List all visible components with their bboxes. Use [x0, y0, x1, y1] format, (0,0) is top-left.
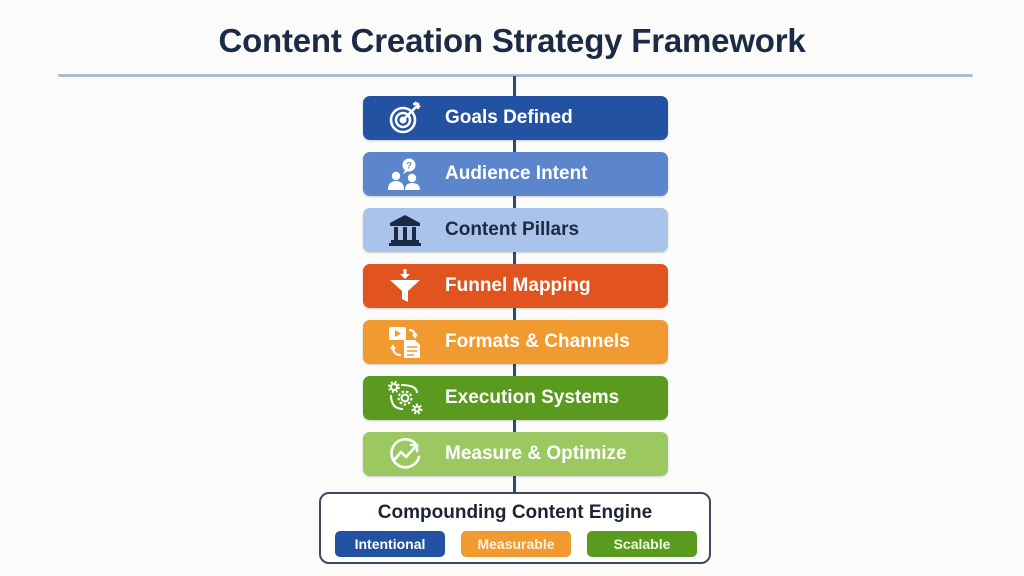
- chip-scalable: Scalable: [587, 531, 697, 557]
- funnel-icon: [385, 268, 425, 304]
- step-measure-optimize: Measure & Optimize: [363, 432, 668, 476]
- page-title: Content Creation Strategy Framework: [218, 22, 806, 59]
- step-funnel-mapping: Funnel Mapping: [363, 264, 668, 308]
- step-label: Formats & Channels: [445, 331, 630, 352]
- audience-question-icon: ?: [385, 156, 425, 192]
- pillars-icon: [385, 212, 425, 248]
- growth-chart-icon: [385, 436, 425, 472]
- chip-measurable: Measurable: [461, 531, 571, 557]
- step-label: Goals Defined: [445, 107, 573, 128]
- step-label: Measure & Optimize: [445, 443, 627, 464]
- title-divider: [58, 74, 973, 77]
- step-goals-defined: Goals Defined: [363, 96, 668, 140]
- compounding-engine-box: Compounding Content Engine Intentional M…: [319, 492, 711, 564]
- engine-title: Compounding Content Engine: [377, 502, 653, 523]
- formats-icon: [385, 324, 425, 360]
- step-label: Execution Systems: [445, 387, 620, 408]
- step-audience-intent: ? Audience Intent: [363, 152, 668, 196]
- step-formats-channels: Formats & Channels: [363, 320, 668, 364]
- step-label: Audience Intent: [445, 163, 588, 184]
- step-label: Content Pillars: [445, 219, 580, 240]
- step-content-pillars: Content Pillars: [363, 208, 668, 252]
- svg-text:?: ?: [406, 161, 412, 171]
- step-label: Funnel Mapping: [445, 275, 591, 296]
- target-icon: [385, 100, 425, 136]
- gears-icon: [385, 380, 425, 416]
- chip-intentional: Intentional: [335, 531, 445, 557]
- step-execution-systems: Execution Systems: [363, 376, 668, 420]
